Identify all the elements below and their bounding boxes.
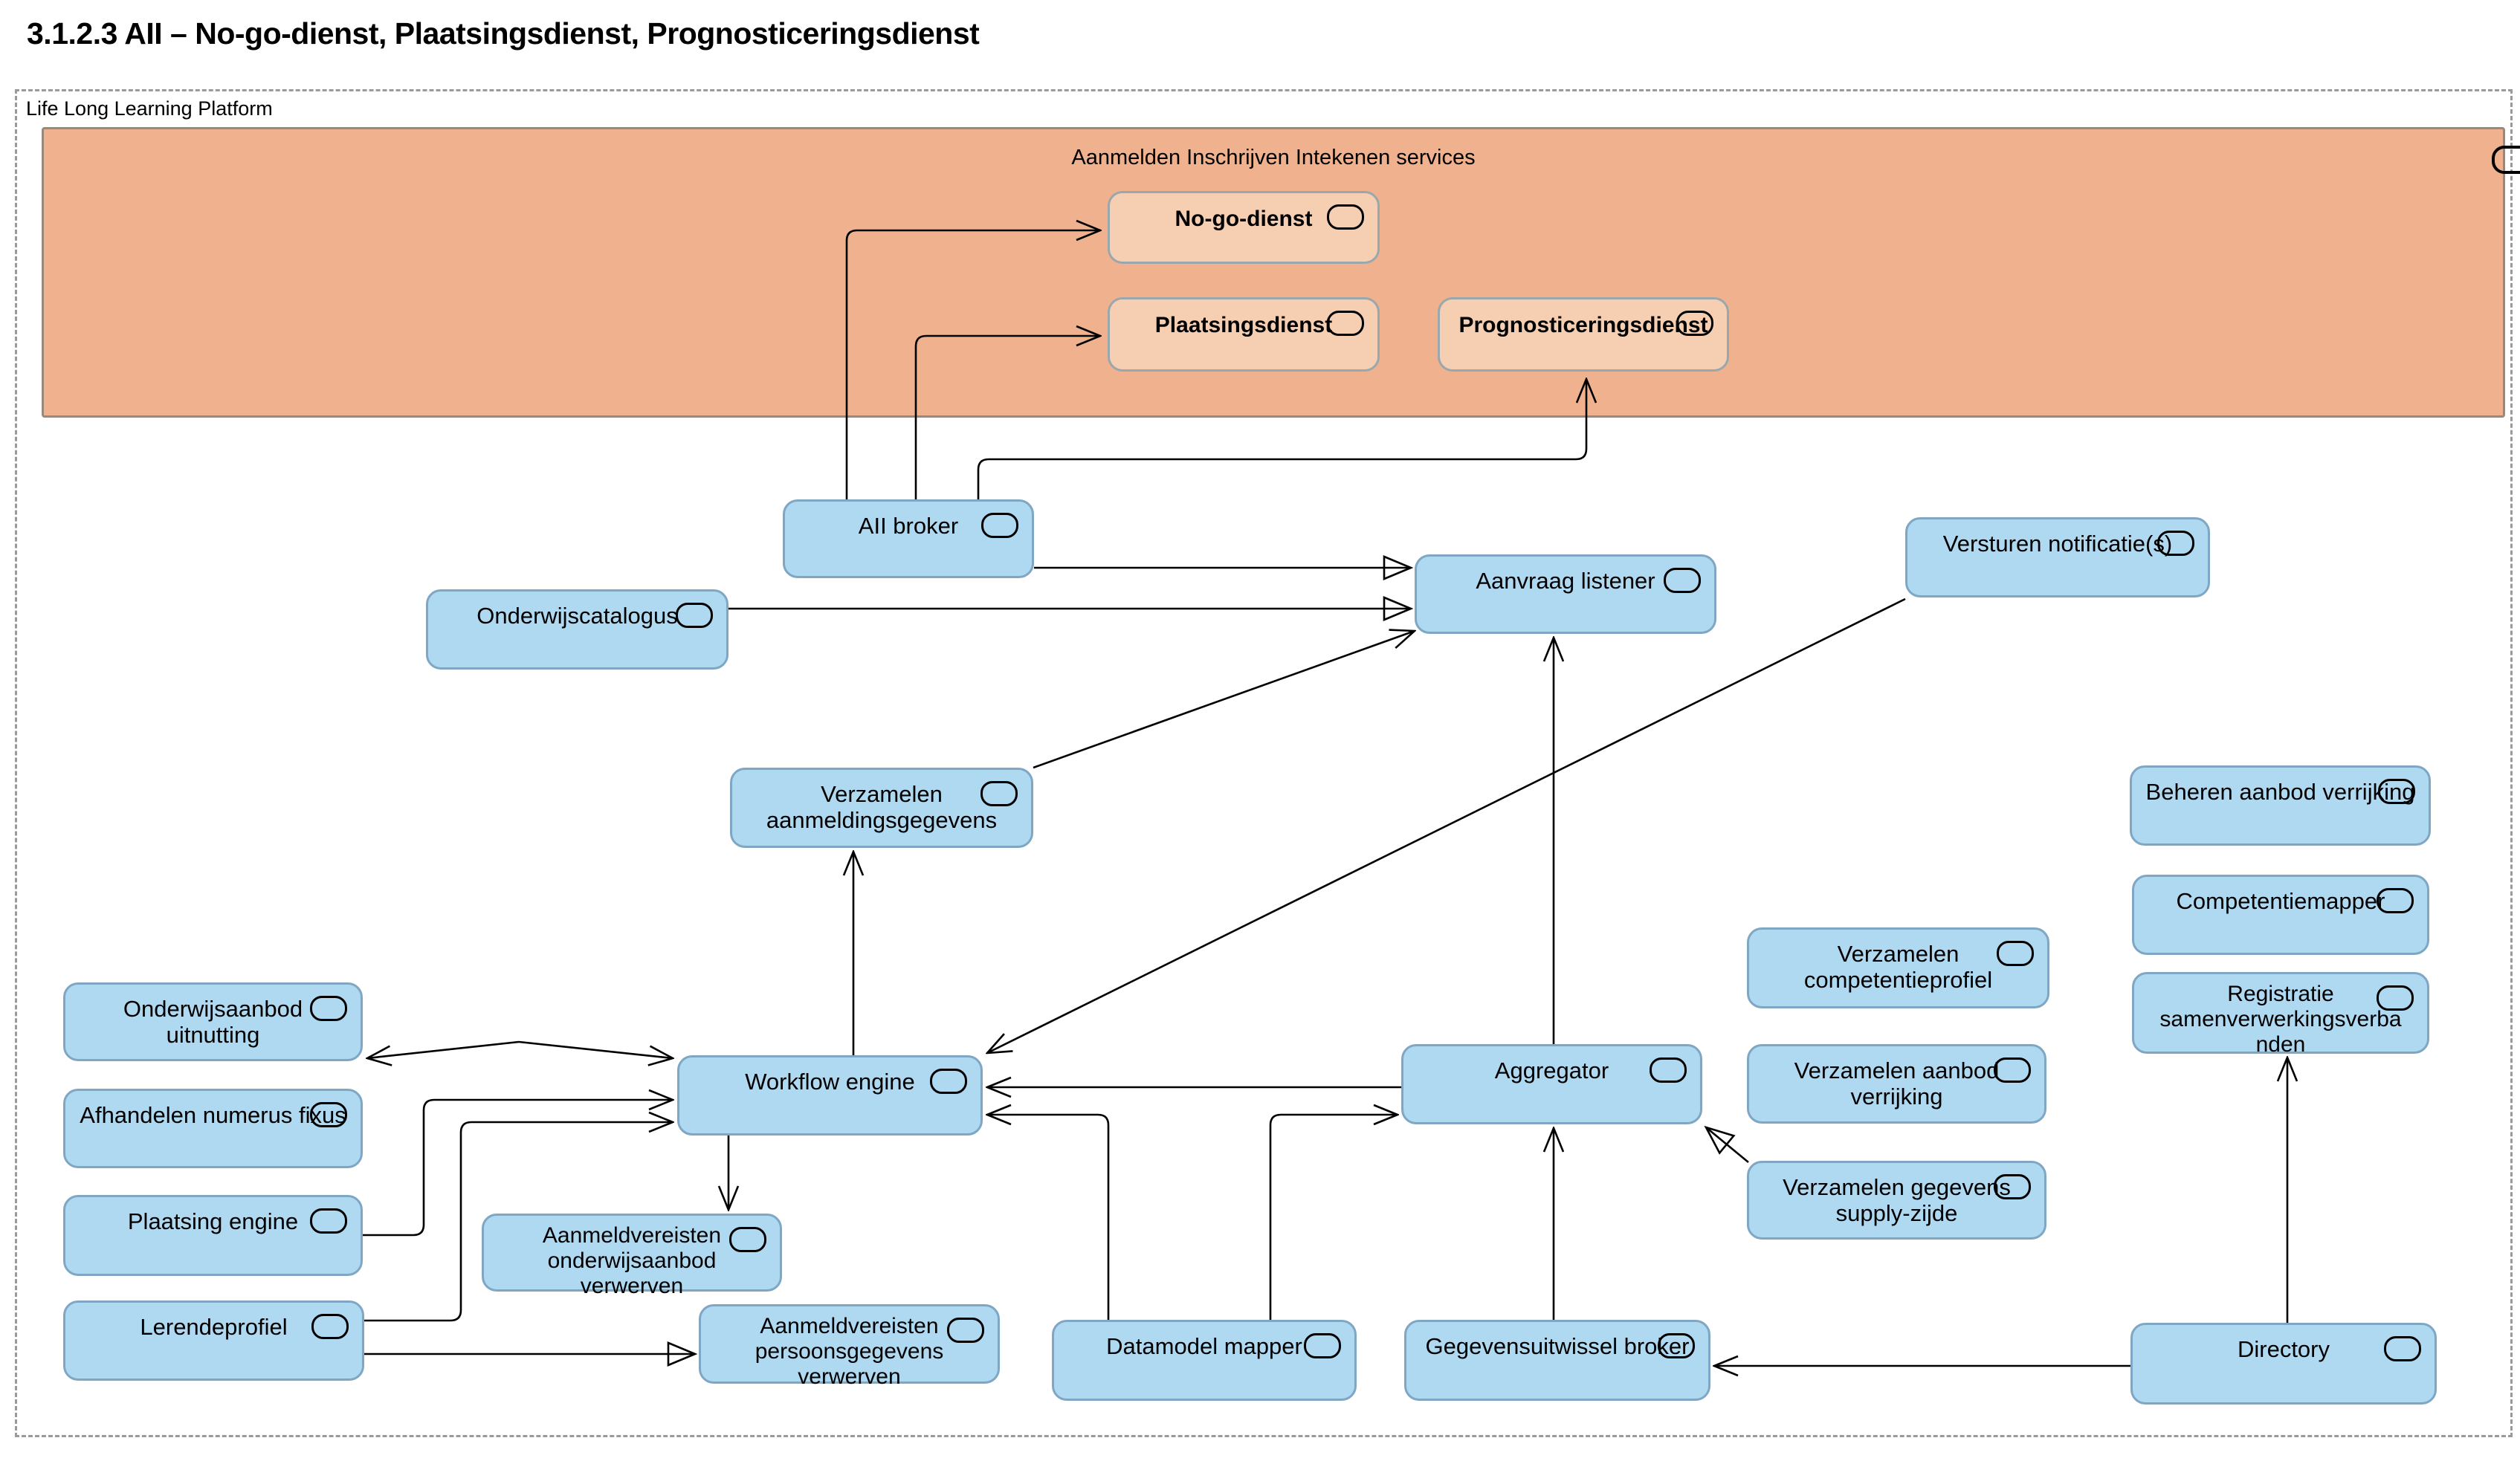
- node-directory[interactable]: Directory: [2130, 1323, 2437, 1405]
- application-service-icon: [947, 1318, 984, 1343]
- application-service-icon: [1994, 1174, 2031, 1199]
- node-lerendeprofiel[interactable]: Lerendeprofiel: [63, 1300, 364, 1381]
- node-label: AII broker: [858, 513, 959, 539]
- node-label: Datamodel mapper: [1106, 1333, 1302, 1359]
- node-versturen-notificaties[interactable]: Versturen notificatie(s): [1905, 517, 2210, 597]
- node-label: Aanvraag listener: [1476, 568, 1655, 594]
- application-service-icon: [930, 1069, 967, 1094]
- application-service-icon: [1676, 311, 1713, 336]
- application-service-icon: [2377, 888, 2414, 913]
- aanmelden-inschrijven-intekenen-group[interactable]: Aanmelden Inschrijven Intekenen services: [42, 127, 2505, 418]
- application-service-icon: [1650, 1057, 1687, 1083]
- application-service-icon: [1304, 1333, 1341, 1358]
- application-service-icon: [980, 781, 1018, 806]
- node-prognosticeringsdienst[interactable]: Prognosticeringsdienst: [1438, 297, 1729, 372]
- node-label: No-go-dienst: [1175, 207, 1313, 231]
- application-service-icon: [729, 1227, 766, 1252]
- node-verzamelen-competentieprofiel[interactable]: Verzamelen competentieprofiel: [1747, 927, 2049, 1008]
- node-label: Afhandelen numerus fixus: [80, 1102, 346, 1128]
- node-competentiemapper[interactable]: Competentiemapper: [2132, 875, 2429, 955]
- node-label: Prognosticeringsdienst: [1458, 313, 1708, 337]
- application-service-icon: [2378, 779, 2415, 804]
- application-service-icon: [1997, 941, 2034, 966]
- node-label: Directory: [2237, 1336, 2330, 1362]
- node-aii-broker[interactable]: AII broker: [783, 499, 1034, 578]
- node-verzamelen-aanbod-verrijking[interactable]: Verzamelen aanbod verrijking: [1747, 1044, 2046, 1124]
- node-no-go-dienst[interactable]: No-go-dienst: [1108, 191, 1380, 264]
- node-label: Verzamelen aanbod verrijking: [1794, 1057, 2000, 1109]
- group-label: Aanmelden Inschrijven Intekenen services: [1071, 146, 1476, 169]
- node-plaatsing-engine[interactable]: Plaatsing engine: [63, 1195, 363, 1276]
- node-label: Verzamelen aanmeldingsgegevens: [766, 781, 998, 833]
- node-label: Aggregator: [1494, 1057, 1609, 1083]
- node-datamodel-mapper[interactable]: Datamodel mapper: [1052, 1320, 1357, 1401]
- node-label: Registratie samenverwerkingsverbanden: [2159, 982, 2402, 1057]
- node-label: Lerendeprofiel: [140, 1314, 288, 1340]
- application-service-icon: [310, 1102, 347, 1127]
- node-verzamelen-aanmeldingsgegevens[interactable]: Verzamelen aanmeldingsgegevens: [730, 768, 1033, 848]
- node-gegevensuitwissel-broker[interactable]: Gegevensuitwissel broker: [1404, 1320, 1710, 1401]
- node-label: Gegevensuitwissel broker: [1425, 1333, 1690, 1359]
- application-service-icon: [1327, 204, 1364, 230]
- application-service-icon: [311, 1314, 349, 1339]
- node-onderwijsaanbod-uitnutting[interactable]: Onderwijsaanbod uitnutting: [63, 982, 363, 1061]
- application-service-icon: [310, 1208, 347, 1234]
- node-label: Verzamelen gegevens supply-zijde: [1783, 1174, 2011, 1226]
- application-service-icon: [1664, 568, 1701, 593]
- application-service-icon: [1327, 311, 1364, 336]
- node-label: Onderwijscatalogus: [476, 603, 678, 629]
- application-service-icon: [981, 513, 1018, 538]
- application-service-icon: [1994, 1057, 2031, 1083]
- application-service-icon: [2492, 146, 2520, 174]
- node-label: Competentiemapper: [2176, 888, 2385, 914]
- node-label: Versturen notificatie(s): [1942, 531, 2173, 557]
- application-service-icon: [676, 603, 713, 628]
- node-aanvraag-listener[interactable]: Aanvraag listener: [1415, 554, 1716, 634]
- node-label: Workflow engine: [745, 1069, 915, 1095]
- node-aanmeldvereisten-persoonsgegevens-verwerven[interactable]: Aanmeldvereisten persoonsgegevens verwer…: [699, 1304, 1000, 1389]
- node-registratie-samenwerkingsverbanden[interactable]: Registratie samenverwerkingsverbanden: [2132, 972, 2429, 1057]
- application-service-icon: [310, 996, 347, 1021]
- page-title: 3.1.2.3 AII – No-go-dienst, Plaatsingsdi…: [27, 16, 980, 51]
- application-service-icon: [2157, 531, 2194, 556]
- node-aggregator[interactable]: Aggregator: [1401, 1044, 1702, 1124]
- node-afhandelen-numerus-fixus[interactable]: Afhandelen numerus fixus: [63, 1089, 363, 1168]
- container-label: Life Long Learning Platform: [26, 97, 273, 120]
- node-onderwijscatalogus[interactable]: Onderwijscatalogus: [426, 589, 728, 670]
- application-service-icon: [1658, 1333, 1695, 1358]
- life-long-learning-platform-container: Life Long Learning Platform: [15, 89, 2513, 1437]
- application-service-icon: [2384, 1336, 2421, 1361]
- node-label: Plaatsingsdienst: [1154, 313, 1333, 337]
- node-label: Aanmeldvereisten persoonsgegevens verwer…: [755, 1314, 944, 1389]
- node-verzamelen-gegevens-supply-zijde[interactable]: Verzamelen gegevens supply-zijde: [1747, 1161, 2046, 1240]
- application-service-icon: [2377, 985, 2414, 1011]
- node-label: Plaatsing engine: [127, 1208, 299, 1234]
- node-label: Beheren aanbod verrijking: [2145, 779, 2415, 805]
- node-plaatsingsdienst[interactable]: Plaatsingsdienst: [1108, 297, 1380, 372]
- node-aanmeldvereisten-onderwijsaanbod-verwerven[interactable]: Aanmeldvereisten onderwijsaanbod verwerv…: [482, 1214, 782, 1298]
- node-label: Onderwijsaanbod uitnutting: [123, 996, 303, 1048]
- node-beheren-aanbod-verrijking[interactable]: Beheren aanbod verrijking: [2130, 765, 2431, 846]
- node-workflow-engine[interactable]: Workflow engine: [677, 1055, 983, 1136]
